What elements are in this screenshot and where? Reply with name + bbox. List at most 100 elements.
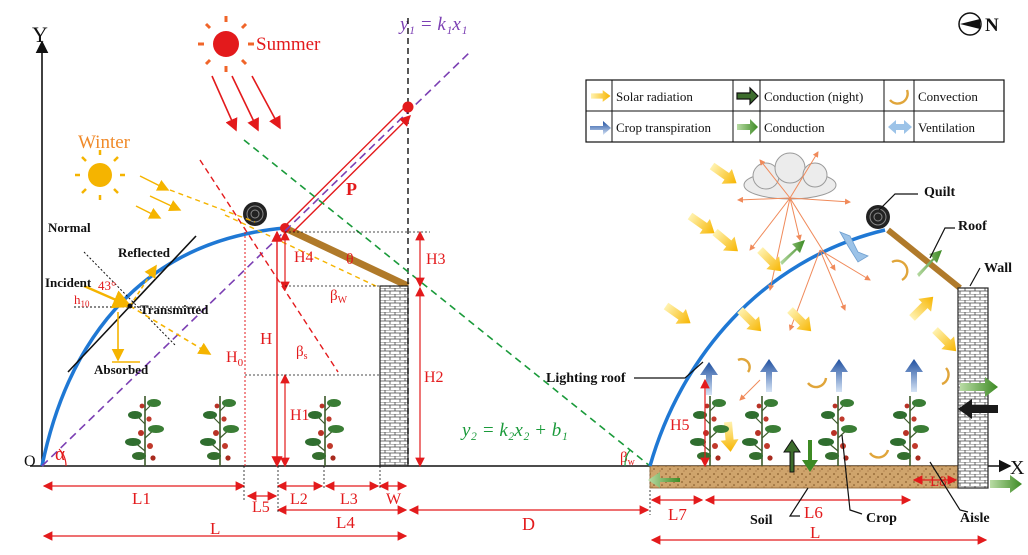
label-H2: H2	[424, 369, 444, 386]
brick-wall-icon	[379, 285, 409, 467]
left-dimensions	[42, 481, 650, 541]
equation-y2: y₂ = k₂x₂ + b₁	[460, 420, 568, 441]
sun-ray-summer	[199, 159, 339, 373]
crop-label: Crop	[866, 511, 897, 526]
plant-icon	[817, 395, 858, 467]
legend-cond-night: Conduction (night)	[764, 89, 863, 104]
cloud-icon	[743, 152, 837, 200]
label-P: P	[346, 179, 357, 199]
legend-ventilation: Ventilation	[918, 120, 976, 135]
plant-icon	[741, 395, 782, 467]
sun-icon	[75, 150, 125, 200]
incident-label: Incident	[45, 275, 92, 290]
quilt-label: Quilt	[924, 185, 955, 200]
plant-icon	[304, 395, 345, 467]
convection-arrows	[737, 259, 950, 459]
label-L1: L1	[132, 489, 151, 508]
p-line-a	[286, 107, 405, 225]
right-arch-roof	[648, 228, 886, 467]
lighting-roof-label: Lighting roof	[546, 371, 626, 386]
label-H5: H5	[670, 417, 690, 434]
right-dimensions	[650, 475, 988, 545]
incident-angle-label: 43°	[98, 278, 116, 293]
summer-rays	[211, 75, 281, 132]
label-H: H	[260, 329, 272, 348]
wall-label: Wall	[984, 261, 1012, 276]
p-end-point	[402, 101, 414, 113]
y-axis-label: Y	[32, 22, 48, 47]
reflected-label: Reflected	[118, 245, 171, 260]
reflected-ray	[129, 264, 157, 307]
callout-leaders	[634, 193, 981, 517]
label-L-right: L	[810, 523, 820, 542]
label-L3: L3	[340, 491, 358, 508]
soil-label: Soil	[750, 513, 773, 528]
angle-arc-beta-w2	[624, 449, 631, 467]
label-H4: H4	[294, 249, 314, 266]
angle-beta-w2: βw	[620, 450, 636, 468]
conduction-arrows	[648, 240, 1022, 493]
back-roof-beam	[283, 224, 410, 290]
p-line-b	[292, 115, 411, 233]
angle-theta: θ	[346, 251, 354, 268]
angle-arc-alpha	[58, 448, 67, 467]
aisle-label: Aisle	[960, 511, 990, 526]
x-axis-label: X	[1010, 457, 1025, 479]
ventilation-arrow	[839, 231, 869, 263]
label-H3: H3	[426, 251, 446, 268]
label-L5: L5	[252, 499, 270, 516]
conduction-night-arrows	[783, 399, 998, 473]
winter-ray-dashed	[169, 189, 256, 223]
solar-arrows	[660, 158, 963, 453]
label-L4: L4	[336, 513, 355, 532]
summer-label: Summer	[256, 34, 321, 55]
svg-text:N: N	[985, 15, 999, 36]
legend-convection: Convection	[918, 89, 978, 104]
plant-icon	[124, 395, 165, 467]
origin-label: O	[24, 453, 36, 470]
legend-transpiration: Crop transpiration	[616, 120, 711, 135]
transmitted-ray	[129, 305, 212, 355]
winter-ray-dashed-2	[224, 214, 381, 289]
normal-label: Normal	[48, 220, 91, 235]
winter-rays	[135, 175, 182, 219]
right-roof-beam	[886, 227, 962, 291]
label-H0: H0	[226, 349, 244, 369]
transmitted-label: Transmitted	[140, 302, 209, 317]
plant-icon	[889, 395, 930, 467]
sun-icon	[198, 16, 254, 72]
label-L7: L7	[668, 505, 687, 524]
roof-label: Roof	[958, 219, 987, 234]
compass-icon: N	[958, 12, 999, 36]
quilt-roll-icon	[866, 205, 890, 229]
label-L8: L8	[930, 474, 947, 490]
absorbed-label: Absorbed	[94, 362, 149, 377]
label-L6: L6	[804, 503, 823, 522]
label-H1: H1	[290, 407, 310, 424]
cloud-radiation	[737, 151, 871, 401]
transpiration-arrows	[700, 359, 923, 395]
equation-y1: y₁ = k₁x₁	[398, 14, 467, 35]
plant-icon	[689, 395, 730, 467]
angle-alpha: α	[55, 444, 65, 465]
incident-ray	[83, 284, 133, 309]
line-y1	[41, 51, 471, 467]
line-y2	[243, 139, 651, 467]
label-W: W	[386, 491, 402, 508]
winter-label: Winter	[78, 132, 131, 153]
plant-icon	[199, 395, 240, 467]
label-L2: L2	[290, 491, 308, 508]
angle-beta-w: βW	[330, 288, 348, 306]
incidence-point	[127, 303, 133, 309]
label-L: L	[210, 519, 220, 538]
legend-conduction: Conduction	[764, 120, 825, 135]
legend-solar: Solar radiation	[616, 89, 693, 104]
label-D: D	[522, 514, 535, 534]
angle-beta-s: βs	[296, 344, 308, 362]
legend: Solar radiation Conduction (night) Conve…	[585, 79, 1005, 143]
h-label: h10	[74, 292, 90, 309]
quilt-roll-icon	[243, 202, 267, 226]
ridge-point	[280, 223, 290, 233]
